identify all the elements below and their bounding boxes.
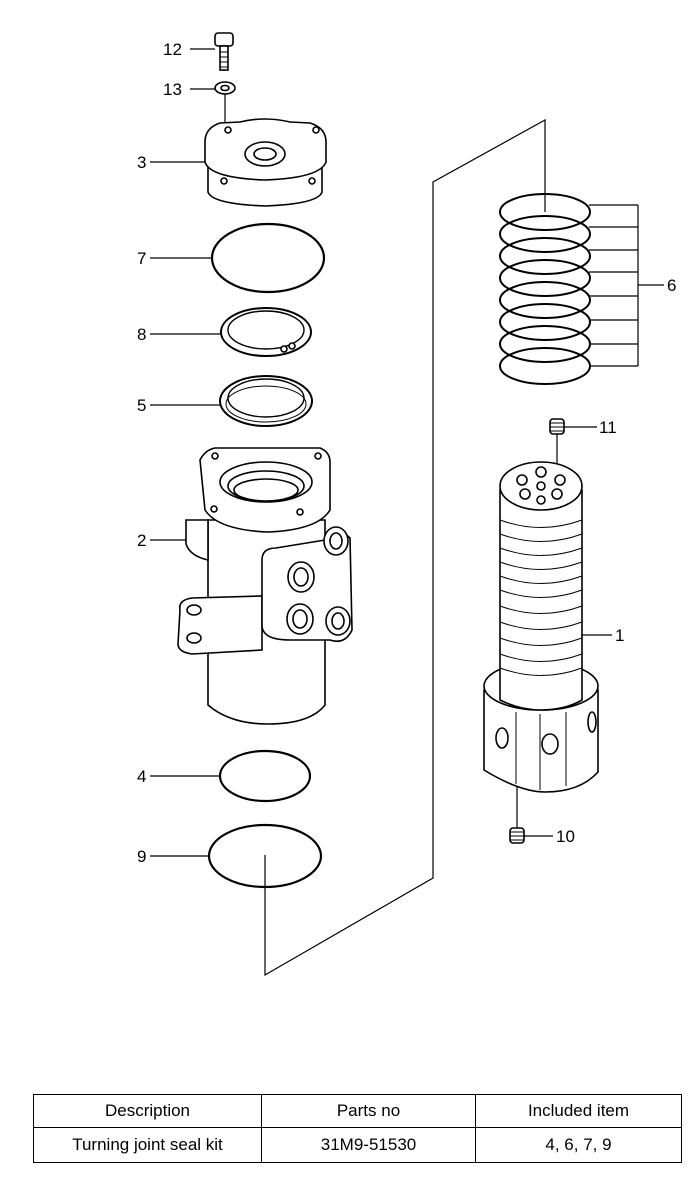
callout-1: 1 [615, 626, 624, 645]
part-seal-stack-6 [499, 193, 591, 385]
part-bolt-12 [214, 32, 234, 71]
cell-description: Turning joint seal kit [33, 1127, 262, 1163]
part-seal-5 [219, 375, 313, 427]
callout-7: 7 [137, 249, 146, 268]
part-shaft-1 [483, 461, 599, 793]
callout-4: 4 [137, 767, 146, 786]
part-o-ring-4 [218, 749, 312, 803]
exploded-parts-diagram: 12 13 3 7 8 5 [137, 32, 676, 977]
table-row: Turning joint seal kit 31M9-51530 4, 6, … [33, 1127, 682, 1163]
seal-kit-table: Description Parts no Included item Turni… [33, 1094, 682, 1163]
part-snap-ring-8 [220, 307, 312, 357]
table-header-row: Description Parts no Included item [33, 1094, 682, 1128]
header-description: Description [33, 1094, 262, 1128]
callout-3: 3 [137, 153, 146, 172]
part-cover-3 [204, 118, 327, 207]
cell-parts-no: 31M9-51530 [261, 1127, 476, 1163]
callout-8: 8 [137, 325, 146, 344]
callout-2: 2 [137, 531, 146, 550]
callout-11: 11 [599, 418, 617, 437]
cell-included-item: 4, 6, 7, 9 [475, 1127, 682, 1163]
callout-9: 9 [137, 847, 146, 866]
callout-6: 6 [667, 276, 676, 295]
callout-12: 12 [163, 40, 182, 59]
part-washer-13 [214, 81, 236, 95]
assembly-line [264, 118, 546, 977]
part-hub-2 [177, 447, 353, 725]
header-parts-no: Parts no [261, 1094, 476, 1128]
header-included-item: Included item [475, 1094, 682, 1128]
callout-5: 5 [137, 396, 146, 415]
part-plug-11 [549, 418, 565, 435]
callout-10: 10 [556, 827, 575, 846]
part-o-ring-7 [210, 222, 326, 294]
part-plug-10 [509, 827, 525, 844]
callout-13: 13 [163, 80, 182, 99]
